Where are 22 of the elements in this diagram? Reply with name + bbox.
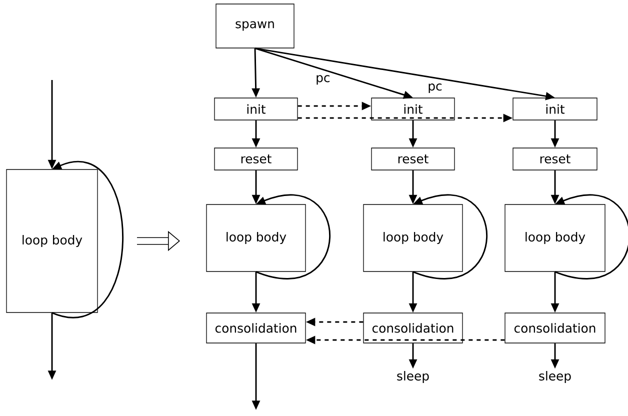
process-box: loop body — [206, 204, 306, 272]
process-box: consolidation — [206, 312, 306, 344]
process-box: loop body — [504, 204, 606, 272]
process-box: consolidation — [504, 312, 606, 344]
process-box: reset — [512, 148, 598, 170]
state-label: sleep — [539, 370, 571, 383]
process-box: reset — [371, 148, 455, 170]
process-box: init — [512, 98, 598, 120]
arrow — [256, 194, 330, 279]
process-box: spawn — [216, 4, 294, 48]
edge-label: pc — [428, 84, 442, 94]
arrow — [412, 194, 488, 279]
state-label: sleep — [397, 370, 429, 383]
edge-label: pc — [316, 75, 330, 85]
process-box: loop body — [363, 204, 463, 272]
process-box: loop body — [6, 169, 98, 313]
process-box: consolidation — [363, 312, 463, 344]
process-box: init — [214, 98, 298, 120]
arrow — [554, 194, 628, 279]
arrow — [52, 161, 124, 318]
process-box: reset — [214, 148, 298, 170]
process-box: init — [371, 98, 455, 120]
